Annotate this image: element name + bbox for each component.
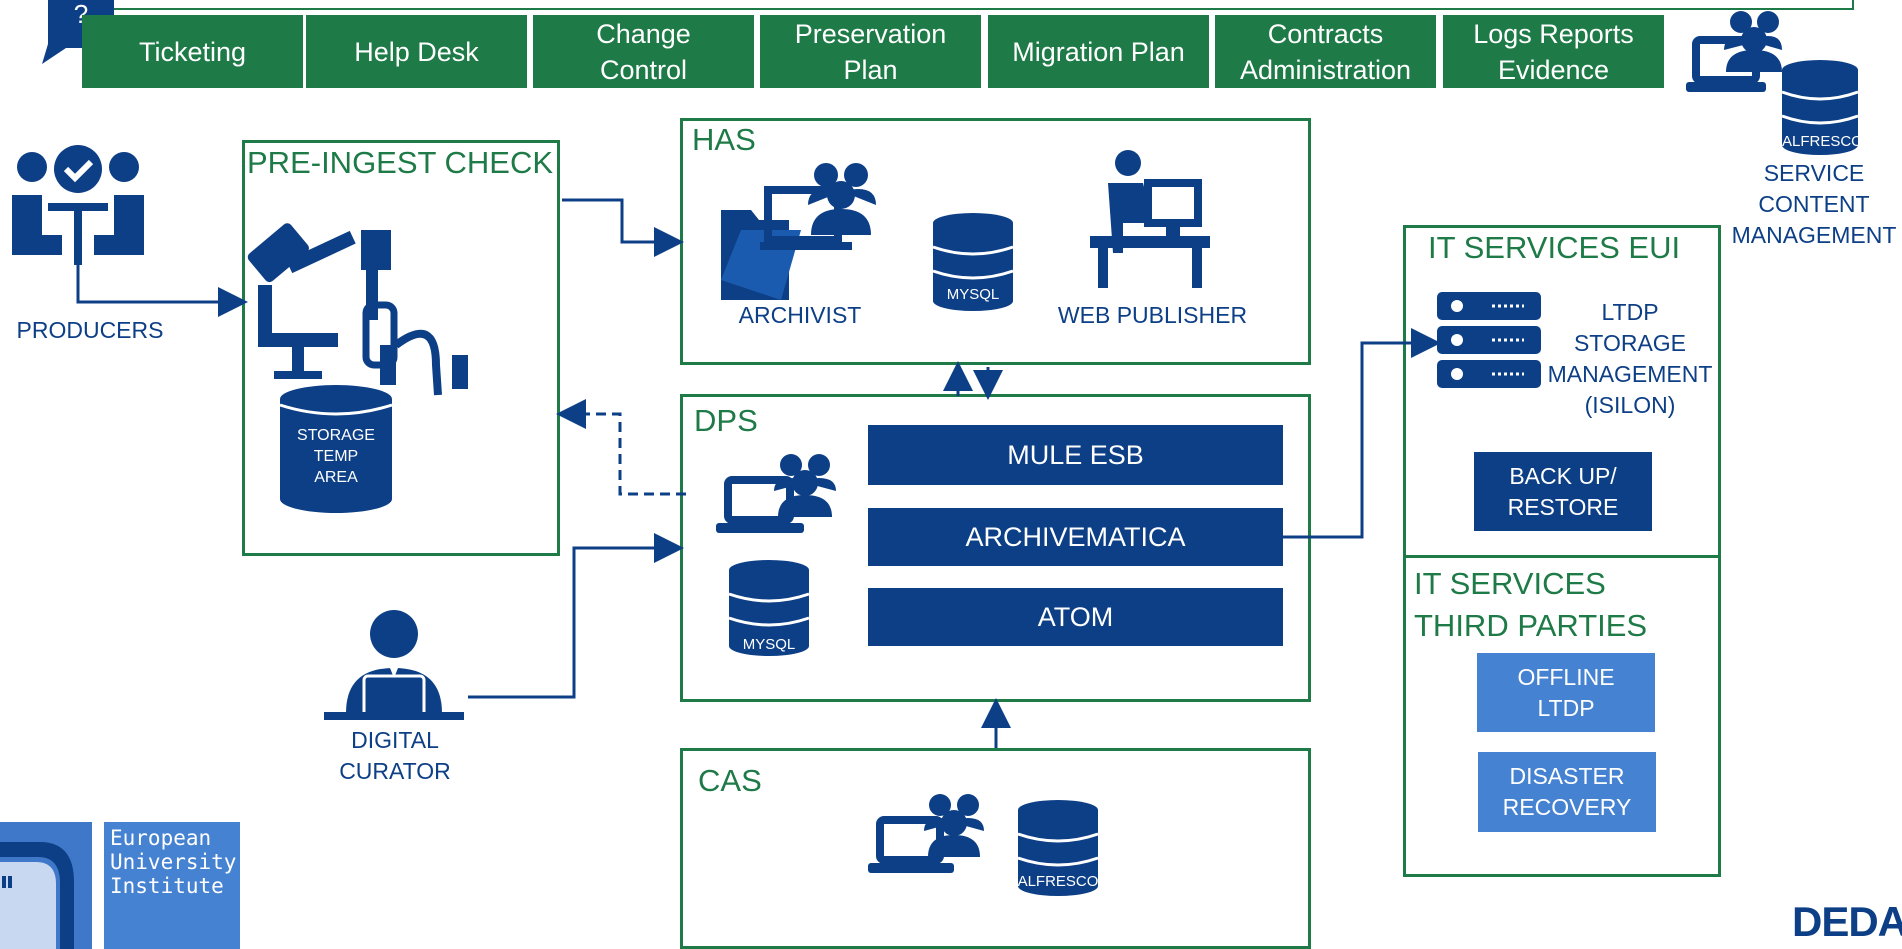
usb-devices-icon: [247, 223, 468, 396]
dps-mysql-label: MYSQL: [742, 636, 796, 653]
database-icon: [1781, 60, 1859, 155]
archivist-label: ARCHIVIST: [738, 302, 862, 328]
cas-alfresco-label: ALFRESCO: [1017, 873, 1099, 890]
dps-to-preingest-dashed-arrow: [556, 399, 686, 496]
tab-change-control[interactable]: Change Control: [533, 15, 755, 88]
pre-ingest-title: PRE-INGEST CHECK: [247, 145, 554, 180]
eui-logo-text: European University Institute: [110, 826, 237, 898]
atom-bar: ATOM: [868, 588, 1283, 646]
tab-migration-plan[interactable]: Migration Plan: [988, 15, 1210, 88]
service-db-label: ALFRESCO: [1782, 133, 1863, 150]
preingest-to-has-arrow: [562, 198, 684, 257]
it-eui-title: IT SERVICES EUI: [1428, 230, 1681, 265]
cas-title: CAS: [698, 763, 762, 798]
help-callout-tail: [42, 44, 72, 64]
tab-help-desk[interactable]: Help Desk: [306, 15, 528, 88]
has-mysql-label: MYSQL: [946, 286, 1000, 303]
offline-ltdp-box: OFFLINE LTDP: [1477, 653, 1655, 732]
service-content-label: SERVICE CONTENT MANAGEMENT: [1731, 160, 1897, 248]
it-third-title: IT SERVICES THIRD PARTIES: [1414, 566, 1648, 643]
tab-contracts-administration[interactable]: Contracts Administration: [1215, 15, 1437, 88]
digital-curator-label: DIGITAL CURATOR: [339, 727, 451, 784]
tab-ticketing[interactable]: Ticketing: [82, 15, 304, 88]
cas-archivist-group-icon: [868, 794, 984, 873]
storage-temp-db-icon: [279, 385, 393, 513]
tab-preservation-plan[interactable]: Preservation Plan: [760, 15, 982, 88]
header-top-line: [82, 8, 1854, 10]
storage-temp-label: STORAGE TEMP AREA: [297, 427, 375, 486]
header-right-tick: [1852, 0, 1854, 10]
has-mysql-db-icon: [932, 213, 1014, 311]
web-publisher-label: WEB PUBLISHER: [1057, 302, 1248, 328]
backup-restore-box: BACK UP/ RESTORE: [1474, 452, 1652, 531]
cas-alfresco-db-icon: [1017, 800, 1099, 896]
eui-logo-arch-icon: [0, 842, 74, 949]
digital-curator-icon: [324, 610, 464, 720]
has-title: HAS: [692, 122, 756, 157]
dedagroup-brand: DEDAGR: [1792, 898, 1902, 945]
eui-logo-textbox: [104, 822, 240, 949]
ltdp-storage-label: LTDP STORAGE MANAGEMENT (ISILON): [1547, 299, 1713, 418]
producers-label: PRODUCERS: [16, 317, 164, 343]
curator-to-dps-arrow: [468, 533, 684, 699]
mule-esb-bar: MULE ESB: [868, 425, 1283, 485]
dps-title: DPS: [694, 403, 758, 438]
web-publisher-icon: [1090, 150, 1210, 288]
archivematica-bar: ARCHIVEMATICA: [868, 508, 1283, 566]
archivist-folder-icon: [721, 163, 876, 300]
storage-server-icon: [1437, 292, 1541, 388]
cas-box: [680, 748, 1311, 949]
archivist-group-icon: [1686, 11, 1782, 92]
dps-mysql-db-icon: [728, 560, 810, 656]
tab-logs-reports-evidence[interactable]: Logs Reports Evidence: [1443, 15, 1665, 88]
disaster-recovery-box: DISASTER RECOVERY: [1478, 752, 1656, 832]
dps-archivist-group-icon: [716, 454, 836, 533]
producers-approval-icon: [12, 145, 144, 265]
